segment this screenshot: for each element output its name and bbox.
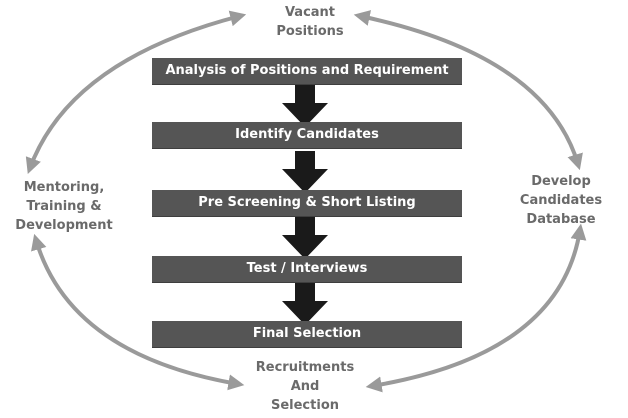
- node-mentoring-line-1: Mentoring,: [23, 180, 105, 195]
- node-mentoring-training-development: Mentoring, Training & Development: [0, 178, 128, 235]
- node-vacant-positions: Vacant Positions: [240, 3, 380, 41]
- node-vacant-positions-line-1: Vacant: [284, 5, 336, 20]
- node-develop-line-2: Candidates: [519, 193, 603, 208]
- step-pre-screening: Pre Screening & Short Listing: [152, 190, 462, 216]
- down-arrow-icon: [282, 283, 328, 325]
- node-develop-line-3: Database: [526, 212, 596, 227]
- node-mentoring-line-2: Training &: [26, 199, 102, 214]
- node-recruitments-and-selection: Recruitments And Selection: [230, 358, 380, 415]
- cycle-arrow-top-left: [25, 10, 247, 175]
- node-recruitments-line-2: And: [290, 379, 320, 394]
- cycle-arrow-bottom-left: [31, 233, 245, 391]
- node-vacant-positions-line-2: Positions: [276, 24, 344, 39]
- node-develop-line-1: Develop: [531, 174, 591, 189]
- step-final-selection: Final Selection: [152, 321, 462, 347]
- node-recruitments-line-3: Selection: [270, 398, 339, 413]
- cycle-arrow-top-right: [353, 10, 583, 171]
- step-test-interviews: Test / Interviews: [152, 256, 462, 282]
- down-arrow-icon: [282, 151, 328, 193]
- down-arrow-icon: [282, 217, 328, 259]
- down-arrow-icon: [282, 85, 328, 127]
- cycle-arrow-bottom-right: [365, 223, 587, 393]
- node-develop-candidates-database: Develop Candidates Database: [505, 172, 617, 229]
- step-analysis-of-positions: Analysis of Positions and Requirement: [152, 58, 462, 84]
- node-recruitments-line-1: Recruitments: [255, 360, 355, 375]
- node-mentoring-line-3: Development: [15, 218, 113, 233]
- step-identify-candidates: Identify Candidates: [152, 122, 462, 148]
